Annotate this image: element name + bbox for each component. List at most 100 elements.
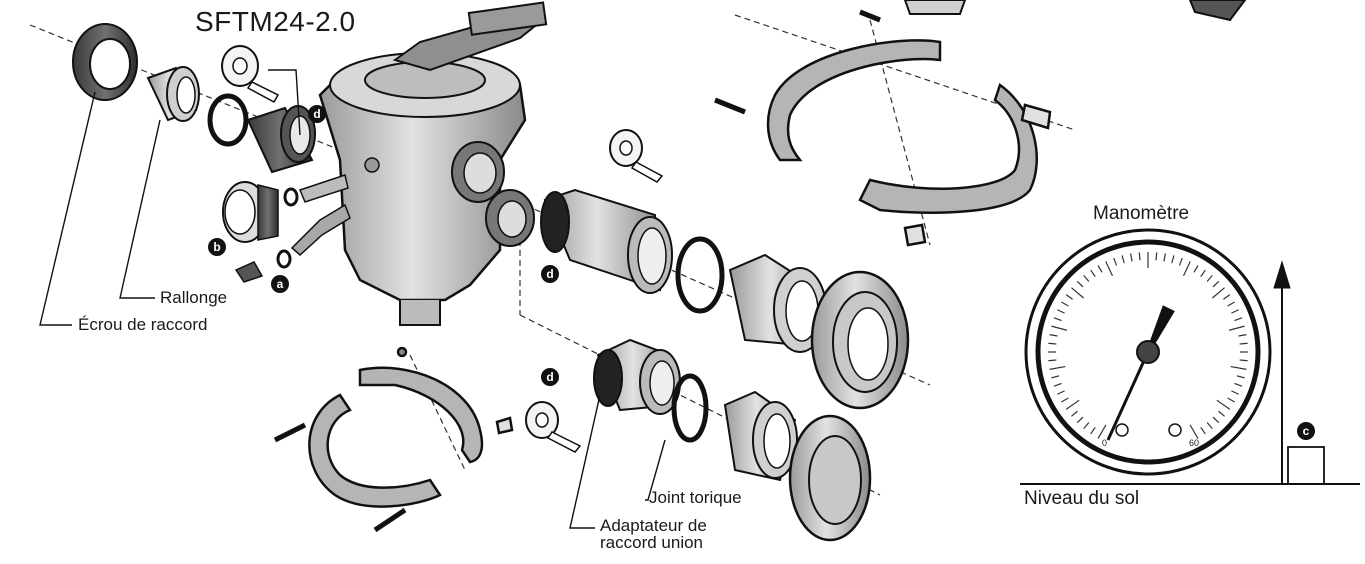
gauge-max-label: 60 — [1189, 438, 1200, 448]
callout-d-top: d — [308, 105, 326, 123]
gauge-tick — [1057, 390, 1065, 395]
gauge-tick — [1189, 424, 1199, 439]
gauge-tick — [1163, 253, 1166, 262]
clamp-lower — [273, 346, 514, 533]
gauge-tick — [1105, 261, 1114, 277]
manometer-gauge — [1024, 228, 1272, 476]
tail-piece-left — [146, 66, 200, 122]
gauge-tick — [1200, 269, 1206, 277]
gauge-tick — [1230, 365, 1247, 370]
tape-roll-mid — [609, 129, 664, 183]
pressure-gauge-small — [222, 181, 279, 243]
label-manometre: Manomètre — [1093, 203, 1190, 224]
gauge-tick — [1216, 399, 1231, 410]
label-adaptateur-line1: Adaptateur de — [600, 516, 707, 535]
gauge-tick — [1206, 275, 1213, 282]
gauge-tick — [1239, 342, 1248, 345]
gauge-tick — [1218, 410, 1225, 417]
label-adaptateur-line2: raccord union — [600, 533, 704, 552]
gauge-tick — [1227, 397, 1235, 403]
drain-plug — [234, 261, 264, 283]
gauge-tick — [1206, 422, 1213, 429]
gauge-tick — [1121, 255, 1125, 264]
gauge-tick — [1051, 375, 1060, 379]
union-nut-left — [72, 23, 138, 101]
gauge-min-label: 0 — [1102, 438, 1108, 448]
gauge-tick — [1223, 294, 1231, 300]
callout-d-mid: d — [541, 265, 559, 283]
part-top-partial-1 — [903, 0, 967, 15]
gauge-tick — [1200, 427, 1206, 435]
callout-c: c — [1297, 422, 1315, 440]
o-ring-upper — [675, 236, 725, 314]
callout-a: a — [271, 275, 289, 293]
tape-roll-lower — [525, 401, 582, 453]
gauge-tick — [1130, 253, 1133, 262]
clamp-upper — [714, 9, 1052, 247]
gauge-tick — [1048, 359, 1057, 362]
gauge-tick — [1238, 334, 1247, 337]
gauge-tick — [1155, 252, 1158, 261]
gauge-tick — [1113, 257, 1118, 266]
union-nut-upper — [810, 270, 910, 410]
tail-piece-lower — [723, 390, 798, 482]
o-ring-lower — [671, 373, 709, 443]
gauge-tick — [1049, 334, 1058, 337]
gauge-tick — [1053, 317, 1062, 322]
gauge-tick — [1193, 265, 1199, 273]
callout-b: b — [208, 238, 226, 256]
label-rallonge: Rallonge — [160, 288, 228, 307]
threaded-adapter-left — [246, 105, 316, 174]
multiport-valve — [290, 1, 548, 326]
gauge-tick — [1090, 269, 1096, 277]
gauge-tick — [1083, 422, 1090, 429]
gasket-a-bottom — [276, 249, 292, 269]
gauge-tick — [1090, 427, 1096, 435]
gauge-tick — [1057, 309, 1065, 314]
gauge-tick — [1234, 317, 1243, 322]
gauge-tick — [1239, 359, 1248, 362]
gauge-tick — [1227, 301, 1235, 307]
leader-lines — [39, 69, 666, 529]
tape-roll-top — [221, 45, 280, 104]
gauge-tick — [1212, 416, 1220, 424]
union-adapter-lower — [593, 338, 681, 415]
label-ecrou-de-raccord: Écrou de raccord — [78, 315, 208, 334]
gauge-tick — [1236, 375, 1245, 379]
gauge-tick — [1231, 309, 1239, 314]
model-name: SFTM24-2.0 — [195, 6, 356, 37]
gauge-tick — [1178, 257, 1183, 266]
tail-piece-upper — [728, 253, 827, 353]
gauge-tick — [1071, 410, 1078, 417]
gauge-tick — [1048, 342, 1057, 345]
union-nut-lower — [788, 414, 872, 542]
gauge-tick — [1138, 252, 1141, 261]
gauge-tick — [1171, 255, 1175, 264]
gauge-tick — [1053, 382, 1062, 387]
gauge-tick — [1211, 287, 1225, 299]
ground-reference — [1020, 260, 1360, 485]
gasket-a-top — [283, 187, 299, 207]
label-niveau-du-sol: Niveau du sol — [1024, 488, 1140, 509]
gauge-tick — [1234, 382, 1243, 387]
part-top-partial-2 — [1188, 0, 1247, 22]
gauge-tick — [1212, 280, 1220, 288]
gauge-tick — [1076, 280, 1084, 288]
label-adaptateur: Adaptateur de raccord union — [600, 517, 707, 551]
gauge-tick — [1097, 424, 1107, 439]
callout-d-lower: d — [541, 368, 559, 386]
o-ring-left — [207, 93, 249, 147]
gauge-tick — [1061, 301, 1069, 307]
gauge-tick — [1231, 390, 1239, 395]
union-adapter-upper — [540, 188, 673, 294]
gauge-tick — [1051, 325, 1068, 331]
gauge-tick — [1065, 294, 1073, 300]
label-joint-torique: Joint torique — [649, 488, 742, 507]
gauge-tick — [1182, 261, 1191, 277]
gauge-tick — [1076, 416, 1084, 424]
gauge-tick — [1049, 365, 1066, 370]
gauge-tick — [1097, 265, 1103, 273]
gauge-tick — [1071, 287, 1085, 299]
